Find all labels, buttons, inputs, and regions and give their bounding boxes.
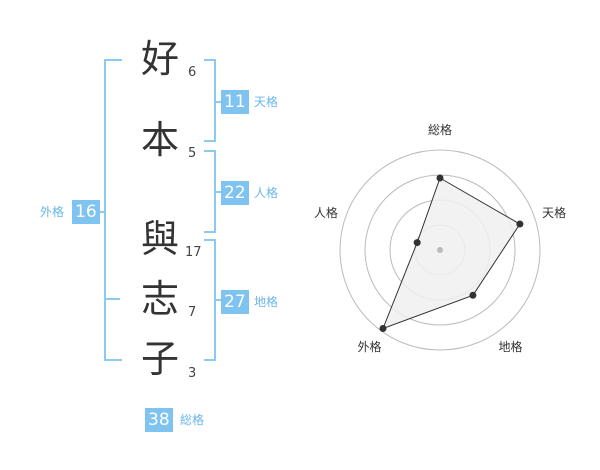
gaikaku-bracket-tick (106, 298, 120, 300)
name-char-4: 志 (140, 277, 179, 321)
radar-axis-label-5: 人格 (314, 205, 338, 220)
stroke-count-4: 7 (188, 305, 197, 320)
name-char-2: 本 (140, 118, 179, 162)
name-char-1: 好 (140, 37, 179, 81)
radar-axis-label-2: 天格 (542, 205, 566, 220)
radar-point-5 (413, 239, 421, 247)
radar-axis-label-4: 外格 (357, 339, 381, 354)
gaikaku-value-badge: 16 (72, 200, 100, 224)
radar-axis-label-1: 総格 (428, 122, 452, 137)
chikaku-value-badge: 27 (221, 290, 249, 314)
stroke-count-5: 3 (188, 366, 197, 381)
gaikaku-bracket-connector (98, 211, 106, 213)
radar-point-4 (379, 324, 387, 332)
tenkaku-label: 天格 (254, 95, 279, 109)
name-char-5: 子 (140, 337, 179, 381)
radar-series-polygon (382, 177, 521, 330)
soukaku-label: 総格 (180, 413, 205, 427)
radar-point-3 (469, 291, 477, 299)
tenkaku-value-badge: 11 (221, 90, 249, 114)
radar-point-2 (516, 220, 524, 228)
chikaku-bracket-connector (214, 299, 222, 301)
stroke-count-3: 17 (185, 245, 202, 260)
radar-ring-4 (339, 149, 541, 351)
gaikaku-bracket (104, 59, 122, 361)
gaikaku-label: 外格 (40, 205, 65, 219)
name-char-3: 與 (140, 217, 179, 261)
jinkaku-label: 人格 (254, 186, 279, 200)
radar-center-dot (437, 247, 443, 253)
stroke-count-2: 5 (188, 146, 197, 161)
stroke-count-1: 6 (188, 65, 197, 80)
jinkaku-bracket-connector (214, 191, 222, 193)
radar-point-1 (436, 174, 444, 182)
tenkaku-bracket (204, 59, 216, 142)
chikaku-label: 地格 (254, 295, 279, 309)
radar-axis-label-3: 地格 (499, 339, 523, 354)
jinkaku-value-badge: 22 (221, 181, 249, 205)
soukaku-value-badge: 38 (145, 408, 173, 432)
tenkaku-bracket-connector (214, 101, 222, 103)
